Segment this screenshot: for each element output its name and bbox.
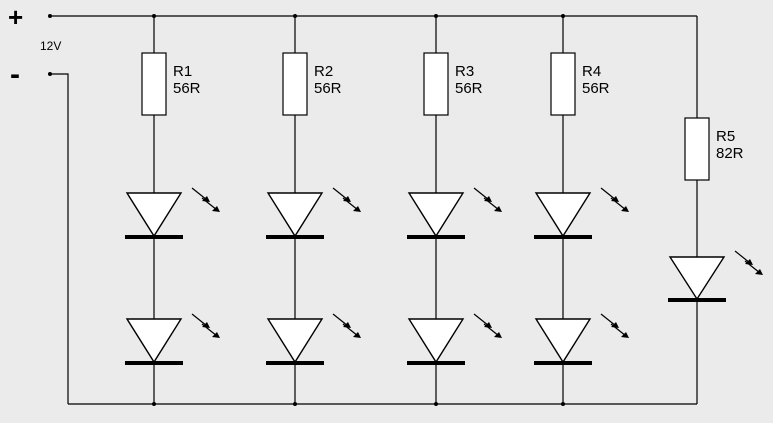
resistor-r4 — [550, 52, 576, 116]
junction-dot — [434, 14, 438, 18]
plus-terminal-symbol: + — [8, 2, 23, 32]
resistor-value: 56R — [582, 80, 610, 97]
led-symbol — [407, 313, 502, 365]
minus-terminal-symbol: - — [10, 58, 20, 91]
led-symbol — [266, 187, 361, 239]
resistor-name: R4 — [582, 63, 601, 80]
branch-r4: R4 56R — [534, 14, 629, 406]
resistor-r3 — [423, 52, 449, 116]
branch-r5: R5 82R — [668, 16, 763, 404]
branch-r1: R1 56R — [125, 14, 220, 406]
led-symbol — [266, 313, 361, 365]
led-symbol — [125, 313, 220, 365]
junction-dot — [561, 402, 565, 406]
resistor-value: 56R — [455, 80, 483, 97]
junction-dot — [434, 402, 438, 406]
junction-dot — [293, 14, 297, 18]
resistor-name: R5 — [716, 128, 735, 145]
resistor-name: R1 — [173, 63, 192, 80]
resistor-value: 56R — [314, 80, 342, 97]
junction-dot — [152, 14, 156, 18]
led-symbol — [125, 187, 220, 239]
resistor-name: R2 — [314, 63, 333, 80]
junction-dot — [561, 14, 565, 18]
branch-r3: R3 56R — [407, 14, 502, 406]
junction-dot — [152, 402, 156, 406]
led-symbol — [668, 250, 763, 302]
resistor-value: 56R — [173, 80, 201, 97]
supply-voltage-label: 12V — [40, 39, 61, 53]
negative-lead — [50, 73, 69, 404]
led-symbol — [534, 313, 629, 365]
resistor-value: 82R — [716, 145, 744, 162]
junction-dot — [293, 402, 297, 406]
resistor-name: R3 — [455, 63, 474, 80]
led-symbol — [407, 187, 502, 239]
resistor-r5 — [684, 117, 710, 181]
branch-r2: R2 56R — [266, 14, 361, 406]
led-symbol — [534, 187, 629, 239]
resistor-r2 — [282, 52, 308, 116]
resistor-r1 — [141, 52, 167, 116]
